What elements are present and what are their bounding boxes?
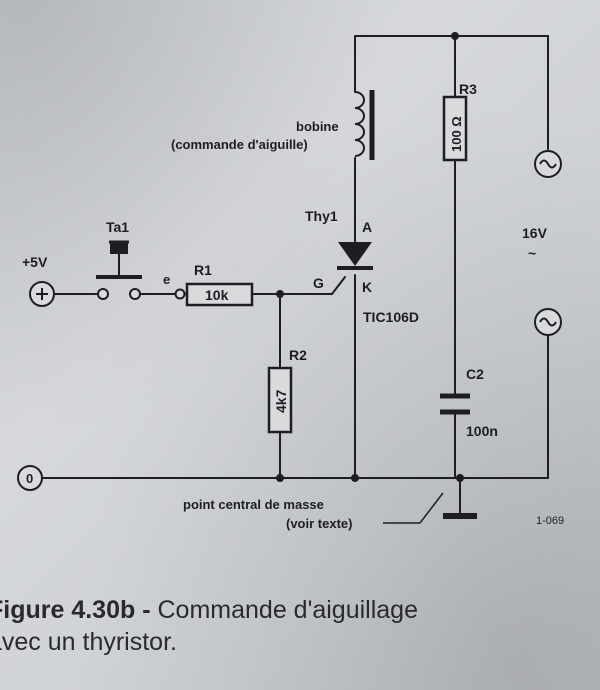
r2-name-label: R2 [289, 347, 307, 363]
figure-caption: Figure 4.30b - Commande d'aiguillage ave… [0, 594, 600, 658]
pushbutton-label: Ta1 [106, 219, 129, 235]
r1-resistor [185, 282, 254, 307]
wire-gate-diag [331, 276, 346, 295]
c2-capacitor [440, 393, 470, 415]
r2-value-label: 4k7 [273, 389, 289, 413]
r3-name-label: R3 [459, 81, 477, 97]
ground-terminal-icon [17, 465, 43, 491]
supply-voltage-label: +5V [22, 254, 48, 270]
ac-source-top-icon [534, 150, 562, 178]
ground-note-line2: (voir texte) [286, 516, 352, 531]
coil-label-line2: (commande d'aiguille) [171, 137, 308, 152]
r1-name-label: R1 [194, 262, 212, 278]
caption-figure-number: Figure 4.30b - [0, 596, 151, 624]
ground-terminal-label: 0 [26, 471, 33, 486]
r3-value-label: 100 Ω [449, 116, 464, 152]
r3-resistor [442, 95, 468, 162]
caption-line-2: avec un thyristor. [0, 628, 177, 656]
ground-note-leader [383, 492, 444, 524]
circuit-schematic: +5V Ta1 e R1 10k R2 4k7 G A K Thy1 TIC10… [17, 32, 564, 531]
figure-code-label: 1-069 [536, 515, 564, 527]
gate-label: G [313, 275, 324, 291]
r1-value-label: 10k [205, 287, 229, 303]
ac-source-bottom-icon [534, 308, 562, 336]
thyristor-name-label: Thy1 [305, 208, 338, 224]
node-e-label: e [163, 272, 170, 287]
c2-name-label: C2 [466, 366, 484, 382]
thyristor-type-label: TIC106D [363, 309, 419, 325]
coil-label-line1: bobine [296, 119, 339, 134]
pushbutton-symbol [96, 240, 142, 300]
junction-dots [276, 32, 464, 482]
coil-symbol [354, 90, 375, 160]
plus-terminal-icon [29, 281, 55, 307]
ground-note-line1: point central de masse [183, 497, 324, 512]
thyristor-symbol [337, 242, 373, 270]
caption-line-1: Figure 4.30b - Commande d'aiguillage [0, 594, 600, 626]
node-e [174, 288, 186, 300]
ac-voltage-label: 16V [522, 225, 548, 241]
anode-label: A [362, 219, 372, 235]
ac-symbol-label: ~ [528, 245, 536, 261]
cathode-label: K [362, 279, 372, 295]
r2-resistor [267, 366, 293, 434]
caption-line1-text: Commande d'aiguillage [150, 596, 418, 624]
c2-value-label: 100n [466, 423, 498, 439]
